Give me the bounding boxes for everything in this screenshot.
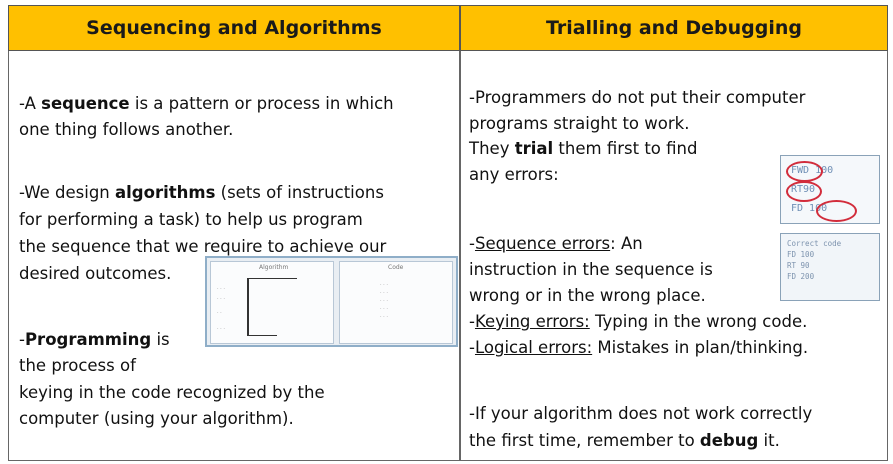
algorithm-definition-line2: for performing a task) to help us progra…: [19, 210, 363, 229]
programming-definition: -Programming is: [19, 330, 170, 349]
header-sequencing: Sequencing and Algorithms: [8, 5, 460, 51]
algorithm-code-thumbnail: Algorithm · · · · · · · · · · · Code · ·…: [205, 256, 458, 347]
error-circle: [786, 161, 823, 182]
sequence-errors-line3: wrong or in the wrong place.: [469, 286, 706, 305]
code-pane-title: Code: [388, 264, 404, 271]
trial-text-line1: -Programmers do not put their computer: [469, 88, 806, 107]
error-circle: [786, 181, 822, 202]
info-table: Sequencing and Algorithms Trialling and …: [8, 5, 888, 461]
correct-code-line: RT 90: [787, 261, 810, 270]
trial-text-line3: They trial them first to find: [469, 139, 698, 158]
correct-code-thumbnail: Correct code FD 100 RT 90 FD 200: [780, 233, 880, 301]
error-circle: [816, 200, 857, 222]
debug-text-line2: the first time, remember to debug it.: [469, 431, 780, 450]
sequence-definition: -A sequence is a pattern or process in w…: [19, 94, 394, 113]
correct-code-line: FD 200: [787, 272, 815, 281]
trial-text-line2: programs straight to work.: [469, 114, 690, 133]
correct-code-line: FD 100: [787, 250, 815, 259]
algorithm-pane-title: Algorithm: [259, 264, 289, 271]
programming-definition-line4: computer (using your algorithm).: [19, 409, 294, 428]
header-trialling-title: Trialling and Debugging: [545, 17, 803, 39]
algorithm-definition: -We design algorithms (sets of instructi…: [19, 183, 384, 202]
sequence-definition-line2: one thing follows another.: [19, 120, 234, 139]
logical-errors: -Logical errors: Mistakes in plan/thinki…: [469, 338, 809, 357]
cell-sequencing: -A sequence is a pattern or process in w…: [8, 51, 460, 461]
error-code-line: FD 100: [791, 203, 828, 214]
programming-definition-line2: the process of: [19, 356, 136, 375]
sequence-errors-line2: instruction in the sequence is: [469, 260, 713, 279]
trial-text-line4: any errors:: [469, 165, 559, 184]
programming-definition-line3: keying in the code recognized by the: [19, 383, 325, 402]
header-sequencing-title: Sequencing and Algorithms: [86, 17, 382, 39]
header-trialling: Trialling and Debugging: [460, 5, 888, 51]
algorithm-definition-line3: the sequence that we require to achieve …: [19, 237, 387, 256]
algorithm-definition-line4: desired outcomes.: [19, 264, 172, 283]
algorithm-pane: Algorithm · · · · · · · · · · ·: [210, 261, 334, 344]
sequence-errors: -Sequence errors: An: [469, 234, 643, 253]
correct-code-title: Correct code: [787, 239, 842, 248]
debug-text-line1: -If your algorithm does not work correct…: [469, 404, 813, 423]
error-code-thumbnail: FWD 100 RT90 FD 100: [780, 155, 880, 224]
code-pane: Code · · · · · · · · · · · · · · ·: [339, 261, 453, 344]
keying-errors: -Keying errors: Typing in the wrong code…: [469, 312, 808, 331]
cell-trialling: -Programmers do not put their computer p…: [460, 51, 888, 461]
